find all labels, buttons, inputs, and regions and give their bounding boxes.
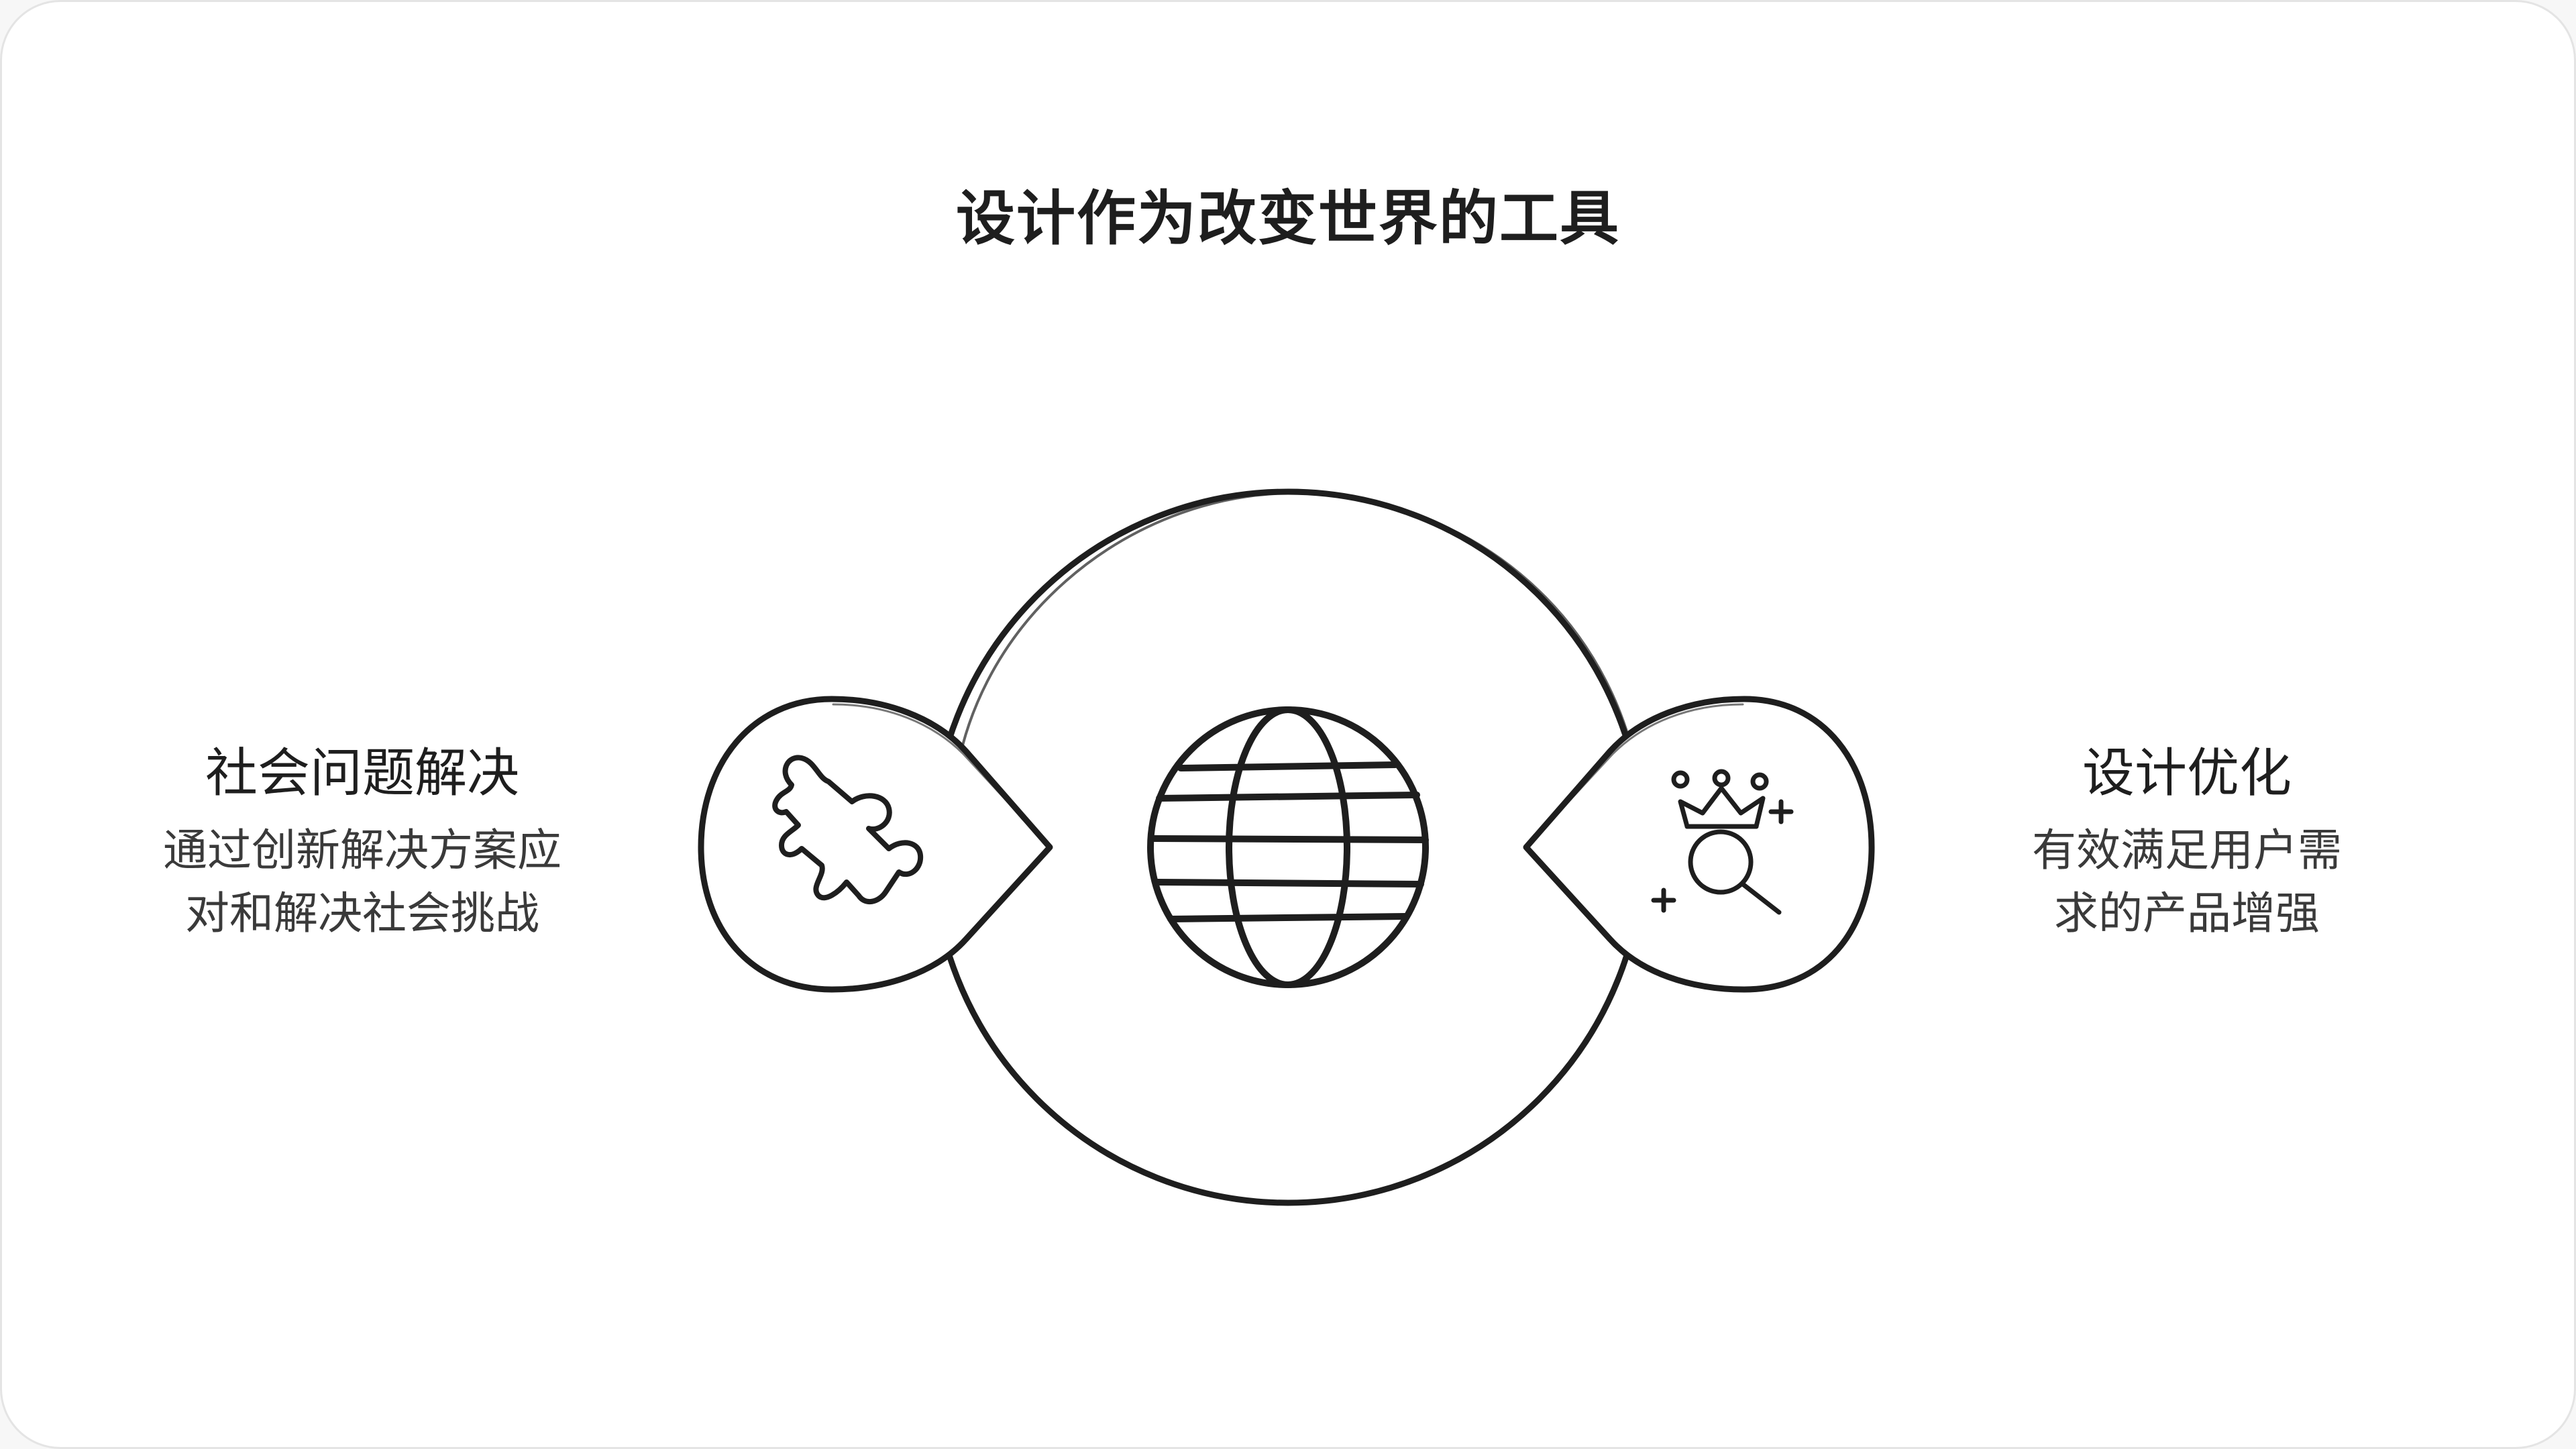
design-optimization-section: 设计优化 有效满足用户需 求的产品增强 <box>1972 741 2402 945</box>
page-title: 设计作为改变世界的工具 <box>955 184 1620 253</box>
design-optimization-description: 有效满足用户需 求的产品增强 <box>1972 819 2402 945</box>
social-problem-description: 通过创新解决方案应 对和解决社会挑战 <box>121 819 604 945</box>
crown-magnifier-icon <box>1651 769 1794 915</box>
social-problem-description-line: 对和解决社会挑战 <box>185 888 539 939</box>
globe-icon <box>1147 706 1429 988</box>
left-teardrop <box>698 696 1053 993</box>
design-optimization-heading: 设计优化 <box>2082 743 2292 804</box>
design-optimization-description-line: 有效满足用户需 <box>2032 824 2342 876</box>
social-problem-heading: 社会问题解决 <box>205 743 519 804</box>
design-optimization-description-line: 求的产品增强 <box>2054 888 2320 939</box>
puzzle-piece-icon <box>772 755 924 904</box>
social-problem-section: 社会问题解决 通过创新解决方案应 对和解决社会挑战 <box>121 741 604 945</box>
social-problem-description-line: 通过创新解决方案应 <box>163 824 561 876</box>
